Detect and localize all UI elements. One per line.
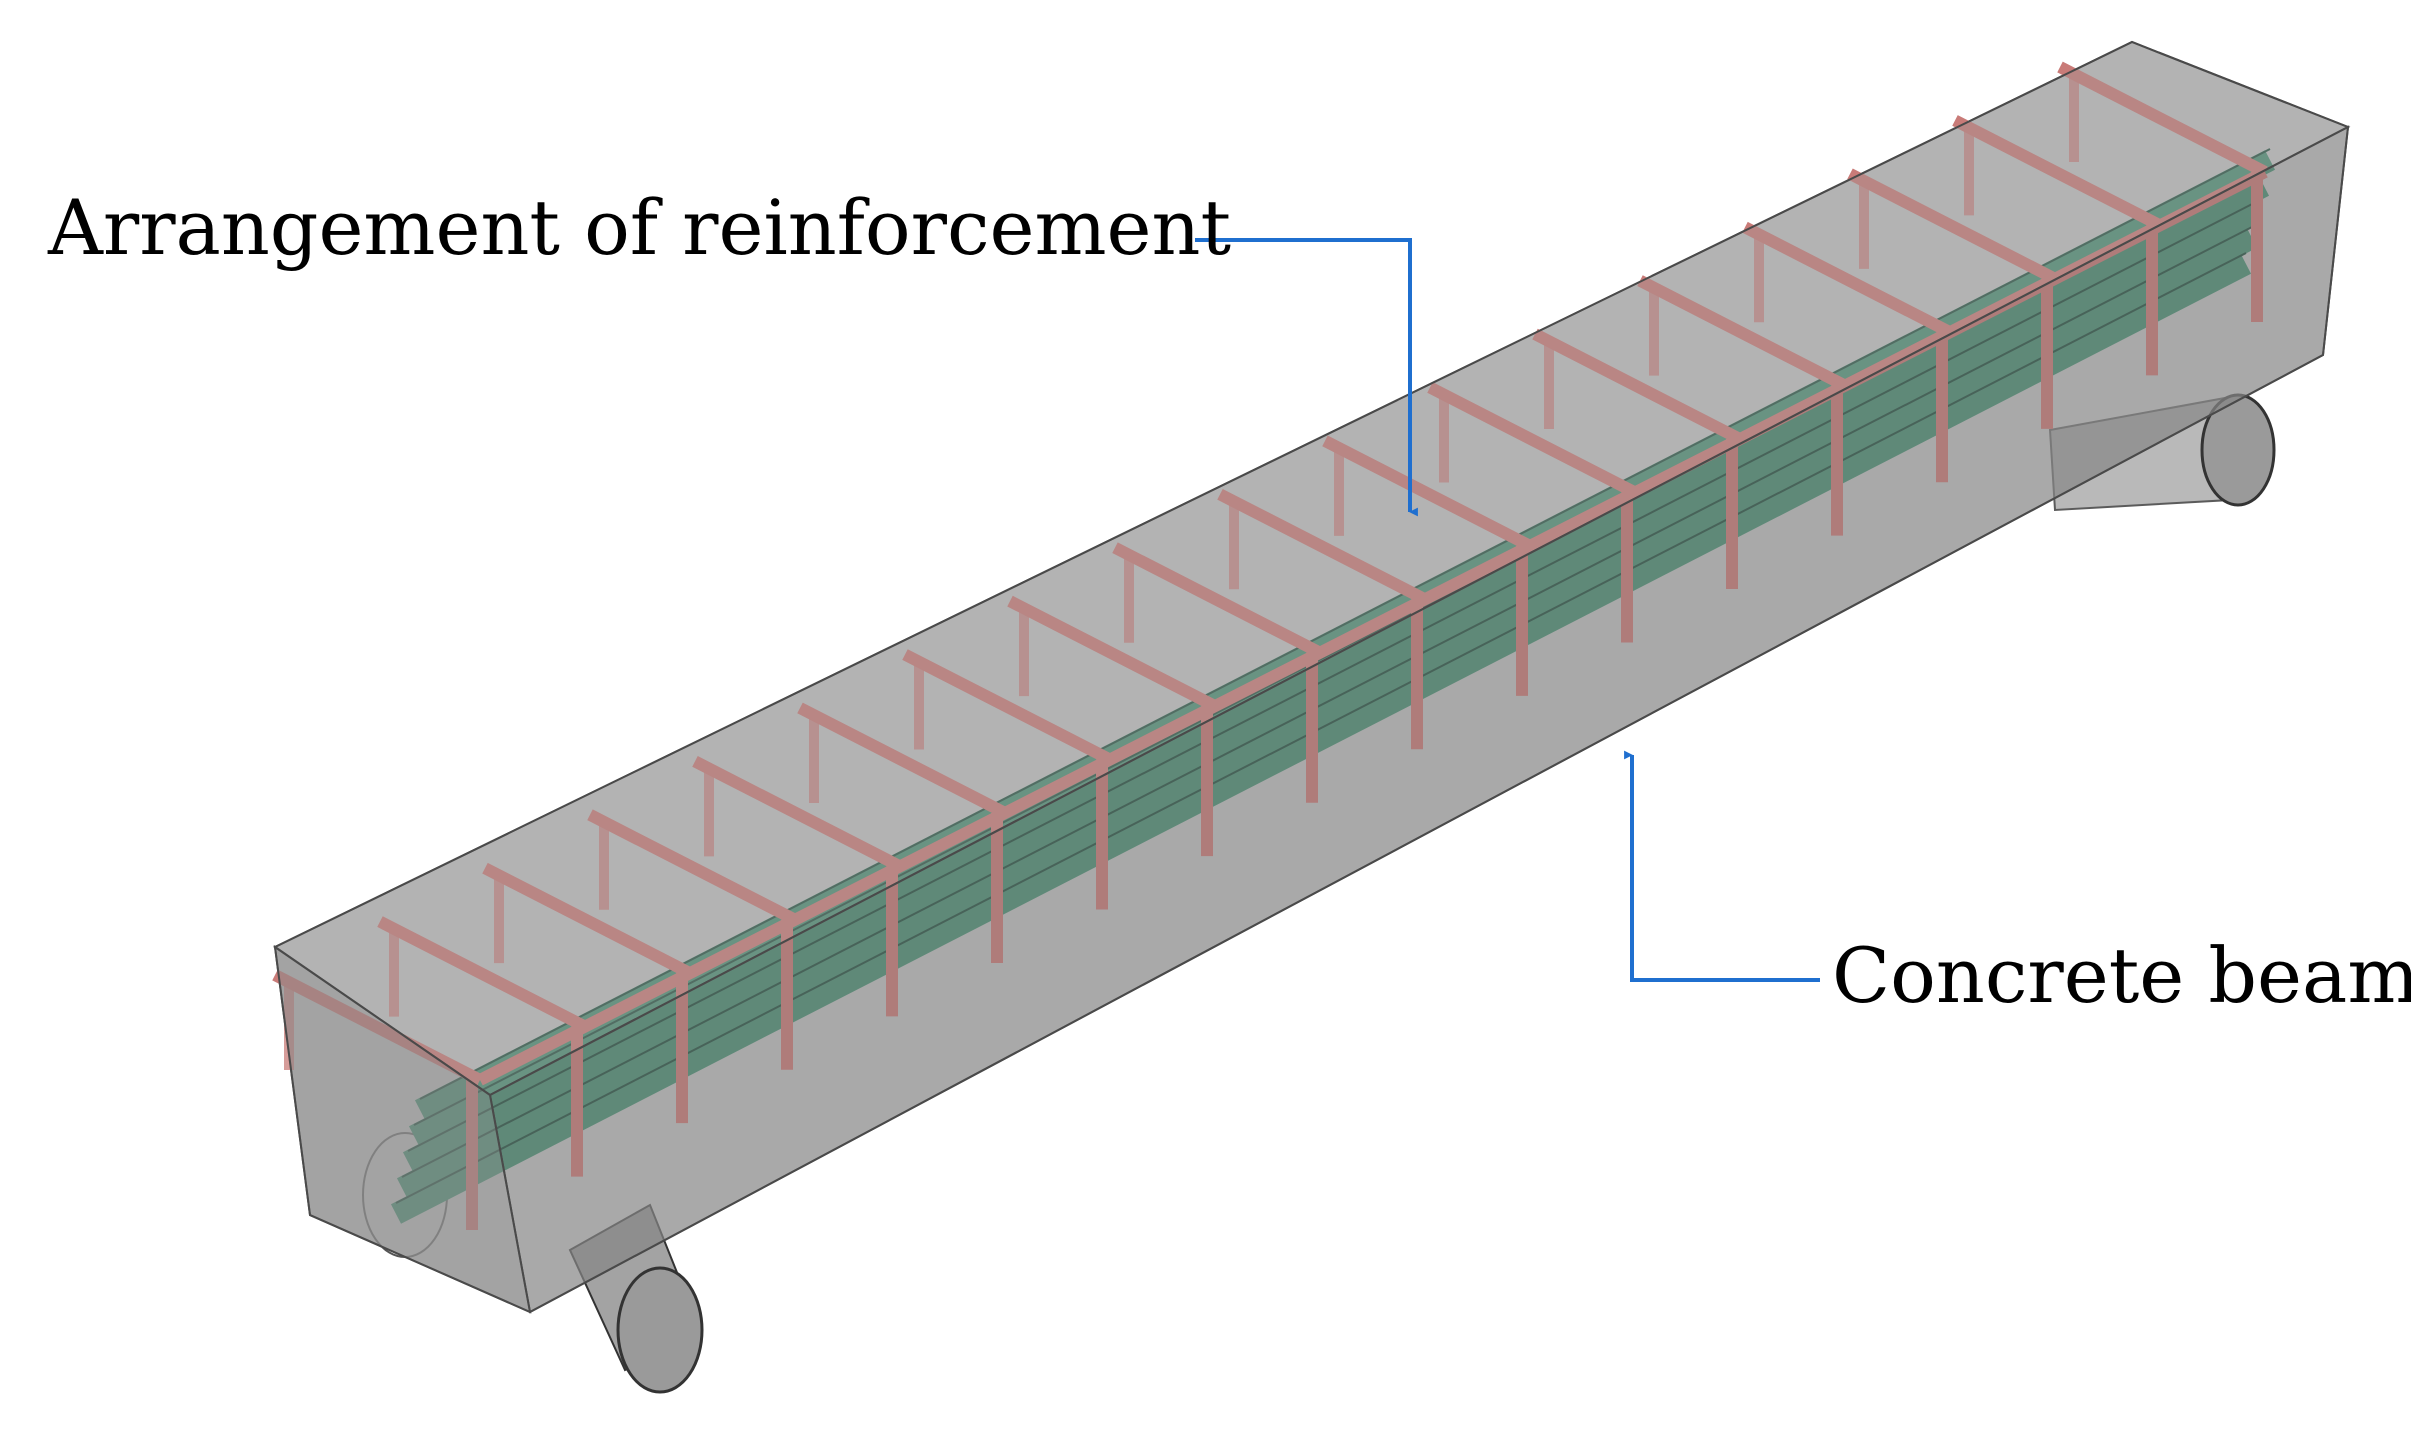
- top-bar: [477, 166, 2268, 1086]
- stirrup: [482, 862, 693, 1124]
- stirrup-crossbar: [692, 756, 903, 872]
- stirrup-crossbar: [1847, 168, 2058, 285]
- rebar-edge: [419, 148, 2271, 1100]
- stirrup: [1007, 595, 1218, 857]
- stirrup: [692, 756, 903, 1017]
- stirrup-crossbar: [2057, 61, 2268, 178]
- reinforcement-callout-line: [1195, 238, 1418, 517]
- stirrup-crossbar: [1112, 542, 1323, 659]
- stirrup: [1427, 382, 1638, 643]
- stirrup: [1637, 275, 1848, 536]
- rebar: [402, 202, 2264, 1172]
- stirrup: [902, 649, 1113, 910]
- stirrup-crossbar: [902, 649, 1113, 765]
- stirrup-crossbar: [1427, 382, 1638, 498]
- reinforcement-label: Arrangement of reinforcement: [48, 183, 1232, 272]
- stirrup: [2057, 61, 2268, 322]
- rebar: [408, 176, 2270, 1146]
- stirrups: [272, 61, 2268, 1230]
- beam-end-face: [273, 944, 532, 1314]
- stirrup: [1217, 488, 1428, 750]
- stirrup-crossbar: [1742, 221, 1953, 338]
- rebar-edge: [407, 200, 2259, 1152]
- stirrup: [1532, 328, 1743, 590]
- beam-callout-line: [1624, 750, 1820, 982]
- stirrup-crossbar: [1532, 328, 1743, 445]
- stirrup-crossbar: [1952, 115, 2163, 231]
- stirrup-crossbar: [587, 809, 798, 926]
- stirrup: [1847, 168, 2058, 429]
- stirrup-crossbar: [1637, 275, 1848, 391]
- stirrup-crossbar: [1217, 488, 1428, 605]
- concrete-beam-label: Concrete beam: [1832, 931, 2411, 1020]
- stirrup-crossbar: [377, 916, 588, 1032]
- stirrup: [1112, 542, 1323, 803]
- stirrup-crossbar: [797, 702, 1008, 819]
- stirrup-crossbar: [1322, 435, 1533, 552]
- stirrup: [1322, 435, 1533, 696]
- stirrup: [1952, 115, 2163, 376]
- stirrup-crossbar: [1007, 595, 1218, 712]
- stirrup: [377, 916, 588, 1177]
- stirrup: [587, 809, 798, 1070]
- stirrup: [797, 702, 1008, 963]
- stirrup: [1742, 221, 1953, 483]
- stirrup-crossbar: [482, 862, 693, 979]
